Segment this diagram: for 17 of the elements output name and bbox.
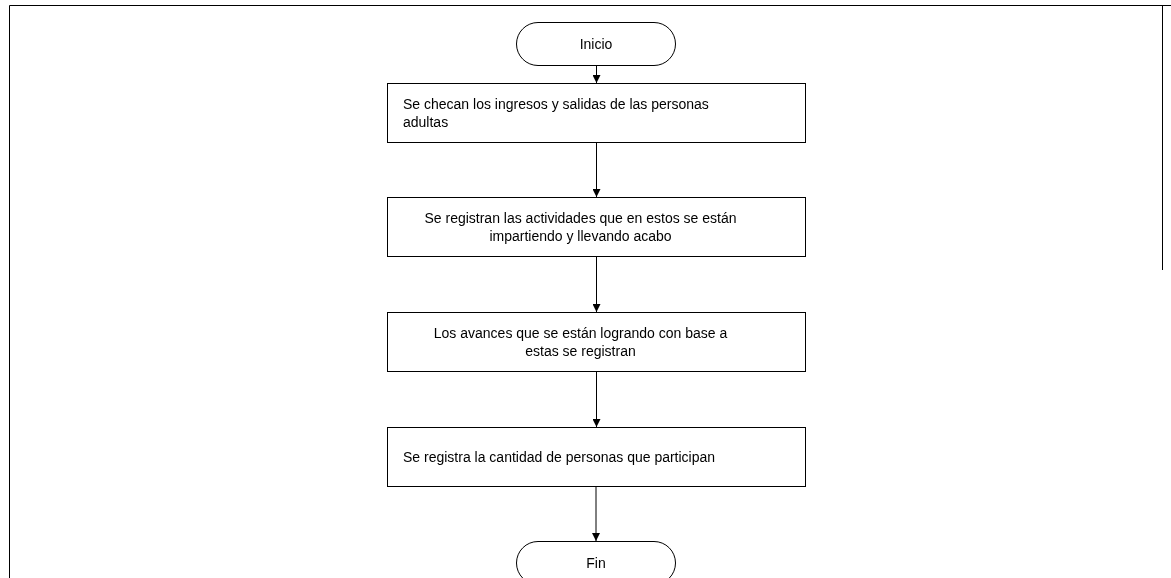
node-text: Fin	[586, 554, 606, 572]
arrow	[592, 65, 601, 84]
process-box	[387, 197, 806, 257]
terminal-shape	[516, 541, 676, 578]
node-text: Los avances que se están logrando con base a estas se registran	[432, 324, 729, 360]
node-text: Se checan los ingresos y salidas de las personas adultas	[403, 95, 710, 131]
process-box	[387, 83, 806, 143]
process-box	[387, 427, 806, 487]
arrow	[592, 256, 601, 313]
node-text: Se registra la cantidad de personas que participan	[403, 448, 716, 466]
terminal-shape	[516, 22, 676, 66]
process-box	[387, 312, 806, 372]
arrow	[592, 371, 601, 428]
arrow	[592, 486, 600, 542]
node-text: Inicio	[579, 35, 613, 53]
arrow	[592, 142, 601, 198]
node-text: Se registran las actividades que en estos se están impartiendo y llevando acabo	[423, 209, 738, 245]
